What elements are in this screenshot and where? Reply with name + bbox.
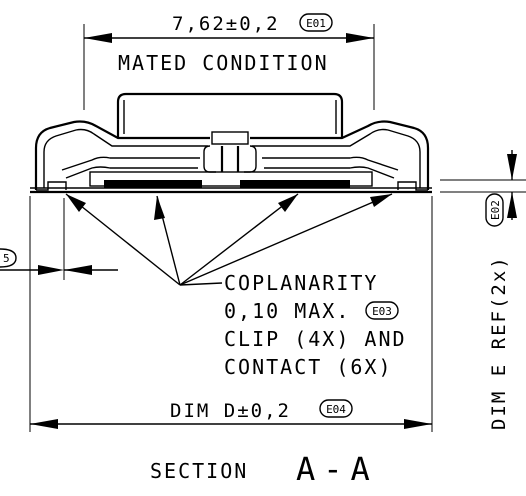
callout-line-4: CONTACT (6X): [224, 355, 393, 379]
section-label: SECTION A-A: [150, 450, 378, 488]
svg-text:E01: E01: [306, 17, 326, 30]
left-partial-dimension: 5: [0, 198, 118, 280]
coplanarity-callout: COPLANARITY 0,10 MAX. E03 CLIP (4X) AND …: [224, 271, 407, 379]
svg-text:E02: E02: [489, 200, 502, 220]
svg-text:E04: E04: [326, 403, 346, 416]
note-e02-badge: E02: [485, 193, 504, 227]
dim-d-label: DIM D±0,2: [170, 400, 291, 422]
note-e04-badge: E04: [319, 399, 353, 418]
right-dimension: DIM E REF(2x) E02: [440, 150, 526, 430]
top-dimension-value: 7,62±0,2: [172, 13, 280, 35]
mated-condition-label: MATED CONDITION: [118, 51, 329, 75]
section-label-prefix: SECTION: [150, 459, 248, 483]
bottom-dimension: DIM D±0,2 E04: [29, 196, 433, 432]
top-dimension: 7,62±0,2 E01 MATED CONDITION: [83, 13, 375, 110]
section-label-letters: A-A: [296, 450, 378, 488]
coplanarity-leaders: [65, 193, 393, 286]
note-e01-badge: E01: [299, 13, 333, 32]
connector-body: [30, 92, 432, 194]
callout-line-3: CLIP (4X) AND: [224, 327, 407, 351]
note-e03-badge: E03: [365, 301, 399, 320]
dim-e-ref-label: DIM E REF(2x): [488, 255, 510, 430]
svg-text:E03: E03: [372, 305, 392, 318]
callout-line-2: 0,10 MAX.: [224, 299, 350, 323]
callout-line-1: COPLANARITY: [224, 271, 378, 295]
left-note-fragment: 5: [3, 252, 10, 265]
